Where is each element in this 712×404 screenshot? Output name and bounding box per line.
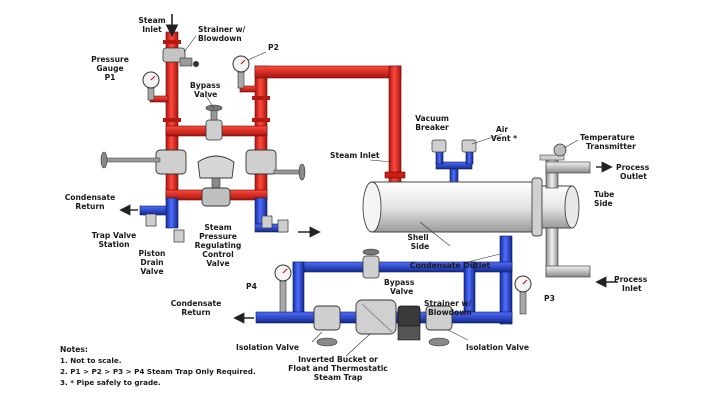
- label-isolation-left: Isolation Valve: [236, 343, 299, 352]
- label-condensate-return-bottom-1: Condensate: [171, 299, 222, 308]
- label-bypass-top-1: Bypass: [190, 81, 221, 90]
- label-condensate-return-top-2: Return: [75, 202, 104, 211]
- label-air-vent-1: Air: [496, 125, 508, 134]
- steam-isolation-valve-right-icon: [245, 149, 306, 181]
- label-control-valve-5: Valve: [206, 259, 229, 268]
- label-condensate-return-bottom-2: Return: [181, 308, 210, 317]
- label-air-vent-2: Vent *: [491, 134, 517, 143]
- note-1: 1. Not to scale.: [60, 356, 121, 365]
- label-tube-side-2: Side: [594, 199, 613, 208]
- label-vacuum-breaker-2: Breaker: [415, 123, 449, 132]
- label-piston-drain-2: Drain: [140, 258, 163, 267]
- label-bypass-bottom-1: Bypass: [384, 278, 415, 287]
- label-control-valve-4: Control: [202, 250, 233, 259]
- pressure-gauge-p1-icon: [142, 71, 160, 101]
- label-process-outlet-1: Process: [616, 163, 650, 172]
- label-pressure-gauge-3: P1: [105, 73, 116, 82]
- temperature-transmitter-icon: [553, 143, 567, 157]
- piston-drain-valve-icon: [261, 215, 289, 233]
- label-steam-inlet-mid: Steam Inlet: [330, 151, 380, 160]
- label-shell-side-2: Side: [411, 242, 430, 251]
- pressure-gauge-p2-icon: [232, 55, 250, 89]
- label-piston-drain-1: Piston: [139, 249, 166, 258]
- label-process-outlet-2: Outlet: [620, 172, 647, 181]
- label-strainer-top-2: Blowdown: [198, 34, 242, 43]
- steam-trap-icon: [355, 299, 397, 335]
- steam-isolation-valve-left-icon: [100, 149, 187, 175]
- note-3: 3. * Pipe safely to grade.: [60, 378, 161, 387]
- label-steam-trap-3: Steam Trap: [314, 373, 363, 382]
- vacuum-breaker-icon: [431, 139, 447, 153]
- label-pressure-gauge-2: Gauge: [96, 64, 123, 73]
- isolation-valve-right-icon: [425, 305, 453, 347]
- label-strainer-top-1: Strainer w/: [198, 25, 246, 34]
- notes-title: Notes:: [60, 345, 88, 354]
- label-strainer-bottom-1: Strainer w/: [424, 299, 472, 308]
- trap-valve-station-icon: [145, 213, 185, 243]
- label-shell-side-1: Shell: [407, 233, 428, 242]
- label-tube-side-1: Tube: [594, 190, 614, 199]
- label-piston-drain-3: Valve: [140, 267, 163, 276]
- notes-block: Notes: 1. Not to scale. 2. P1 > P2 > P3 …: [60, 345, 256, 387]
- label-temp-transmitter-1: Temperature: [580, 133, 635, 142]
- isolation-valve-left-icon: [313, 305, 341, 347]
- pressure-gauge-p4-icon: [274, 264, 292, 313]
- label-control-valve-2: Pressure: [199, 232, 237, 241]
- leader-lines: [183, 35, 579, 357]
- label-trap-valve-station-1: Trap Valve: [92, 231, 137, 240]
- label-condensate-outlet: Condensate Outlet: [410, 261, 491, 270]
- air-vent-icon: [461, 139, 477, 153]
- label-bypass-top-2: Valve: [194, 90, 217, 99]
- label-trap-valve-station-2: Station: [98, 240, 129, 249]
- pressure-gauge-p3-icon: [514, 275, 532, 315]
- label-control-valve-3: Regulating: [195, 241, 242, 250]
- shell-and-tube-heat-exchanger: [362, 143, 591, 278]
- condensate-piping: [139, 149, 513, 325]
- label-strainer-bottom-2: Blowdown: [428, 308, 472, 317]
- label-steam-inlet-top-2: Inlet: [142, 25, 162, 34]
- label-temp-transmitter-2: Transmitter: [586, 142, 636, 151]
- label-steam-trap-1: Inverted Bucket or: [298, 355, 378, 364]
- label-bypass-bottom-2: Valve: [390, 287, 413, 296]
- label-control-valve-1: Steam: [204, 223, 231, 232]
- label-pressure-gauge-1: Pressure: [91, 55, 129, 64]
- label-vacuum-breaker-1: Vacuum: [415, 114, 449, 123]
- label-isolation-right: Isolation Valve: [466, 343, 529, 352]
- steam-piping: [149, 31, 406, 201]
- steam-pressure-regulating-control-valve-icon: [197, 155, 235, 207]
- strainer-blowdown-bottom-icon: [397, 305, 421, 341]
- label-process-inlet-1: Process: [614, 275, 648, 284]
- callout-labels: Steam Inlet Strainer w/ Blowdown Pressur…: [65, 16, 650, 382]
- label-steam-trap-2: Float and Thermostatic: [288, 364, 388, 373]
- flow-arrows: [119, 161, 618, 324]
- strainer-blowdown-top-icon: [162, 47, 199, 67]
- bypass-valve-bottom-icon: [362, 248, 380, 279]
- label-p3: P3: [544, 294, 555, 303]
- label-condensate-return-top-1: Condensate: [65, 193, 116, 202]
- label-process-inlet-2: Inlet: [622, 284, 642, 293]
- note-2: 2. P1 > P2 > P3 > P4 Steam Trap Only Req…: [60, 367, 256, 376]
- label-steam-inlet-top-1: Steam: [138, 16, 165, 25]
- bypass-valve-top-icon: [205, 104, 223, 141]
- label-p2: P2: [268, 43, 279, 52]
- label-p4: P4: [246, 282, 257, 291]
